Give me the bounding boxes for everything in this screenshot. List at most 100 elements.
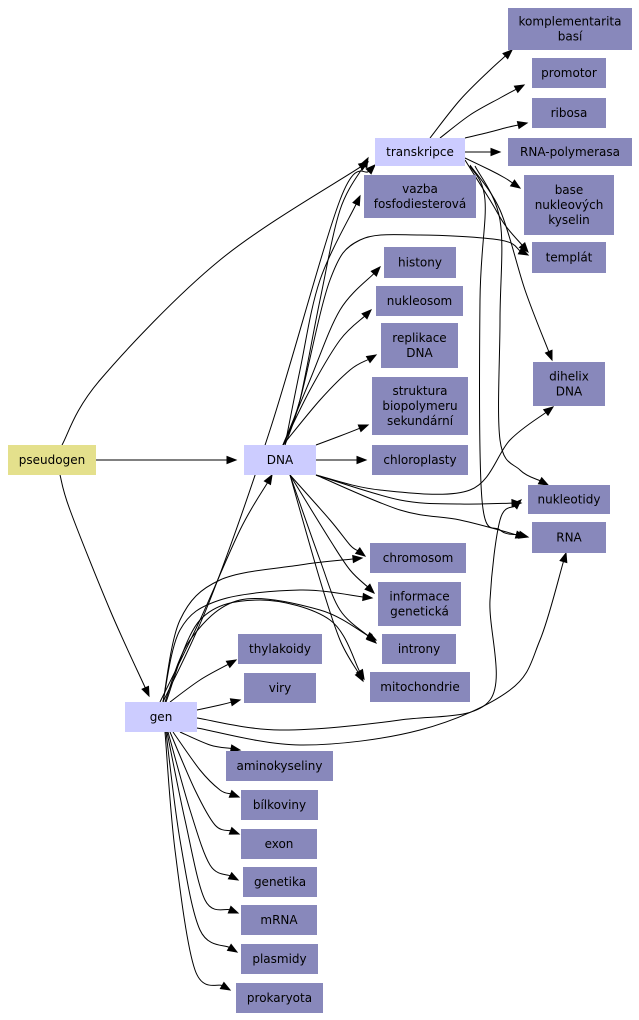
- node-label: nukleosom: [387, 294, 453, 308]
- node-dna: DNA: [244, 445, 316, 475]
- node-label: sekundární: [387, 414, 454, 428]
- edge-gen-to-thylakoidy: [169, 659, 238, 703]
- arrowhead-icon: [365, 354, 378, 364]
- node-label: thylakoidy: [249, 642, 311, 656]
- edge-gen-to-plasmidy: [165, 731, 239, 953]
- node-label: plasmidy: [252, 952, 306, 966]
- node-label: biopolymeru: [382, 399, 457, 413]
- edge-line: [59, 474, 146, 689]
- node-box: [524, 175, 614, 235]
- edge-line: [169, 731, 231, 832]
- node-box: [533, 362, 605, 406]
- node-box: [528, 485, 610, 514]
- edge-pseudogen-to-gen: [59, 474, 150, 698]
- edge-gen-to-viry: [196, 698, 242, 711]
- node-box: [125, 702, 197, 732]
- node-label: exon: [265, 837, 294, 851]
- edge-DNA-to-nukleotidy: [315, 474, 523, 508]
- node-label: kyselin: [548, 213, 590, 227]
- edge-gen-to-informace: [162, 589, 374, 703]
- edge-DNA-to-chloroplasty: [316, 455, 368, 465]
- edge-line: [315, 412, 547, 495]
- node-label: mitochondrie: [380, 680, 460, 694]
- edge-line: [289, 474, 360, 674]
- edge-line: [464, 159, 523, 246]
- edge-transkripce-to-rnapol: [465, 147, 502, 157]
- node-pseudogen: pseudogen: [8, 445, 96, 475]
- edge-pseudogen-to-transkripce: [61, 161, 370, 446]
- node-box: [381, 323, 458, 368]
- edge-DNA-to-dihelix: [315, 406, 555, 495]
- node-label: RNA: [556, 531, 582, 545]
- node-ribosa: ribosa: [532, 98, 606, 128]
- edge-DNA-to-replikace: [282, 354, 378, 446]
- edge-line: [167, 731, 231, 877]
- node-label: DNA: [556, 385, 583, 399]
- arrowhead-icon: [141, 685, 150, 698]
- node-label: transkripce: [386, 145, 454, 159]
- edge-DNA-to-vazba: [284, 194, 361, 446]
- edge-transkripce-to-ribosa: [464, 120, 529, 139]
- edge-gen-to-genetika: [167, 731, 240, 881]
- node-exon: exon: [241, 829, 317, 859]
- node-box: [236, 983, 323, 1013]
- edge-line: [284, 203, 357, 446]
- edge-line: [166, 731, 230, 911]
- edge-DNA-to-RNA: [315, 474, 527, 539]
- node-label: chloroplasty: [383, 453, 456, 467]
- node-label: genetika: [254, 875, 306, 889]
- node-label: introny: [398, 642, 440, 656]
- edge-DNA-to-introny: [289, 474, 378, 644]
- edge-gen-to-prokaryota: [164, 731, 232, 991]
- node-label: pseudogen: [19, 453, 85, 467]
- node-rna: RNA: [532, 522, 606, 553]
- arrowhead-icon: [228, 789, 241, 798]
- node-box: [364, 175, 476, 218]
- node-box: [508, 138, 632, 166]
- arrowhead-icon: [228, 826, 241, 835]
- arrowhead-icon: [362, 592, 374, 602]
- edge-gen-to-chromosom: [162, 554, 364, 703]
- edge-line: [196, 701, 232, 711]
- node-box: [241, 829, 317, 859]
- edge-gen-to-mitochondrie: [165, 599, 365, 703]
- edge-line: [172, 731, 231, 795]
- arrowhead-icon: [357, 424, 370, 433]
- arrowhead-icon: [361, 309, 372, 320]
- node-label: promotor: [541, 66, 597, 80]
- arrowhead-icon: [226, 943, 239, 953]
- arrowhead-icon: [263, 473, 273, 486]
- node-box: [532, 98, 606, 128]
- node-box: [244, 673, 316, 703]
- edge-line: [282, 315, 365, 446]
- arrowhead-icon: [359, 156, 369, 169]
- node-label: aminokyseliny: [237, 759, 323, 773]
- node-box: [532, 58, 606, 88]
- node-label: fosfodiesterová: [374, 197, 467, 211]
- edge-line: [289, 474, 370, 638]
- arrowhead-icon: [364, 583, 375, 594]
- edge-line: [469, 164, 550, 352]
- edge-DNA-to-chromosom: [289, 474, 367, 557]
- edge-line: [282, 273, 375, 446]
- arrowhead-icon: [229, 698, 242, 707]
- node-mrna: mRNA: [241, 905, 317, 935]
- node-label: mRNA: [260, 913, 298, 927]
- edge-transkripce-to-nukleotidy: [474, 165, 550, 486]
- node-plasmidy: plasmidy: [241, 944, 318, 974]
- node-prokaryota: prokaryota: [236, 983, 323, 1013]
- arrowhead-icon: [227, 871, 240, 881]
- node-label: nukleových: [535, 198, 604, 212]
- arrowhead-icon: [219, 981, 232, 991]
- node-chromosom: chromosom: [370, 543, 466, 573]
- node-box: [532, 522, 606, 553]
- node-label: genetická: [390, 605, 449, 619]
- edge-line: [165, 731, 230, 948]
- edge-DNA-to-informace: [289, 474, 375, 594]
- arrowhead-icon: [502, 49, 514, 60]
